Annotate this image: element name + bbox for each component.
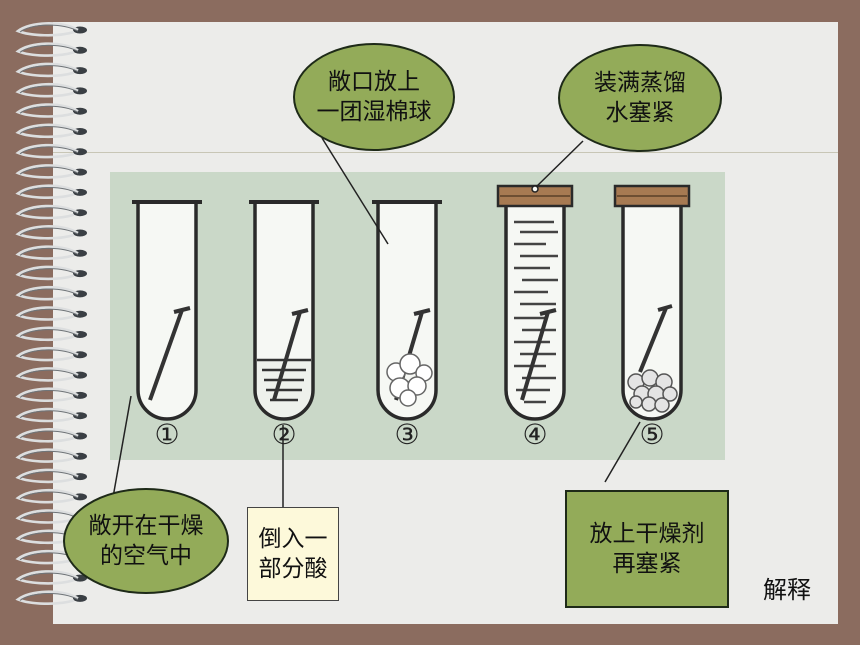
- binding-ring: [15, 326, 87, 342]
- callout-acid: 倒入一 部分酸: [247, 507, 339, 601]
- pointer-cotton: [321, 137, 389, 245]
- tube-number-3: ③: [394, 418, 419, 451]
- tube-number-1: ①: [154, 418, 179, 451]
- tube-1: [132, 200, 202, 421]
- pointer-open-dry: [111, 395, 132, 504]
- binding-ring: [15, 184, 87, 199]
- callout-desiccant-text: 放上干燥剂 再塞紧: [589, 521, 705, 577]
- callout-water: 装满蒸馏 水塞紧: [558, 44, 722, 152]
- binding-ring: [15, 590, 87, 605]
- callout-cotton: 敞口放上 一团湿棉球: [293, 43, 455, 151]
- callout-cotton-text: 敞口放上 一团湿棉球: [316, 69, 432, 125]
- binding-ring: [15, 245, 87, 260]
- binding-ring: [15, 468, 87, 484]
- test-tubes: ① ② ③ ④ ⑤: [132, 184, 691, 451]
- binding-ring: [15, 367, 87, 382]
- binding-ring: [15, 407, 87, 423]
- binding-ring: [15, 428, 87, 443]
- binding-ring: [15, 448, 87, 463]
- binding-ring: [15, 488, 87, 504]
- binding-ring: [15, 164, 87, 179]
- tube-5: [613, 184, 691, 421]
- tube-number-5: ⑤: [639, 418, 664, 451]
- explain-link[interactable]: 解释: [763, 576, 811, 604]
- cotton-ball: [386, 353, 433, 407]
- ruled-line: [53, 152, 838, 153]
- binding-ring: [15, 22, 87, 37]
- binding-ring: [15, 82, 87, 98]
- binding-ring: [15, 143, 87, 159]
- callout-desiccant: 放上干燥剂 再塞紧: [565, 490, 729, 608]
- binding-ring: [15, 103, 87, 118]
- tube-number-2: ②: [271, 418, 296, 451]
- binding-ring: [15, 62, 87, 78]
- callout-open-dry-text: 敞开在干燥 的空气中: [88, 513, 204, 569]
- binding-ring: [15, 265, 87, 281]
- binding-ring: [15, 285, 87, 301]
- callout-open-dry: 敞开在干燥 的空气中: [63, 488, 229, 594]
- binding-ring: [15, 225, 87, 240]
- tube-4: [496, 184, 574, 421]
- tube-3: [372, 200, 442, 421]
- desiccant: [627, 369, 678, 413]
- tube-2: [249, 200, 319, 421]
- binding-ring: [15, 387, 87, 402]
- binding-ring: [15, 42, 87, 57]
- binding-ring: [15, 346, 87, 362]
- binding-ring: [15, 123, 87, 139]
- pointer-water: [534, 140, 584, 189]
- tube-number-4: ④: [522, 418, 547, 451]
- callout-water-text: 装满蒸馏 水塞紧: [594, 70, 686, 126]
- binding-ring: [15, 204, 87, 220]
- pointer-desiccant: [604, 421, 641, 483]
- binding-ring: [15, 306, 87, 321]
- callout-acid-text: 倒入一 部分酸: [258, 526, 328, 582]
